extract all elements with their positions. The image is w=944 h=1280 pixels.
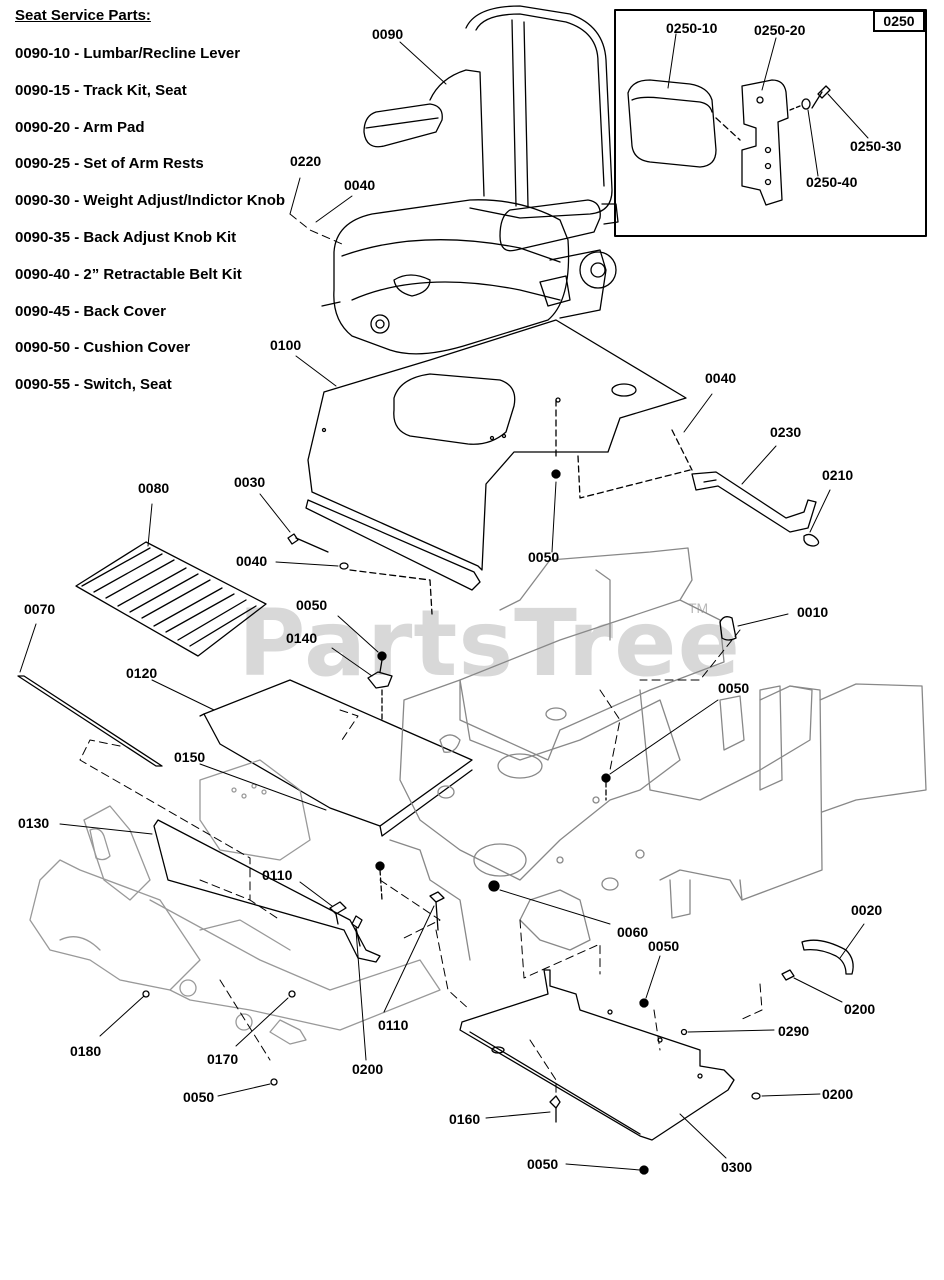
callout-0090: 0090 xyxy=(372,26,404,42)
front-axle-assembly xyxy=(29,759,441,1045)
callout-0030: 0030 xyxy=(234,474,266,490)
legend-item: 0090-15 - Track Kit, Seat xyxy=(15,81,187,99)
hook-bracket xyxy=(801,939,854,975)
side-strip xyxy=(17,675,163,767)
knob-0140 xyxy=(367,651,393,721)
callout-0220: 0220 xyxy=(290,153,322,169)
switch-bracket xyxy=(577,429,820,547)
floor-mat xyxy=(75,541,267,657)
bottom-cover-plate xyxy=(459,969,735,1141)
bolt-0030 xyxy=(287,533,433,615)
callout-0040-left: 0040 xyxy=(236,553,268,569)
callout-0050-knob: 0050 xyxy=(296,597,328,613)
callout-0050-bottom: 0050 xyxy=(648,938,680,954)
callout-0200-lower: 0200 xyxy=(822,1086,854,1102)
legend-item: 0090-40 - 2” Retractable Belt Kit xyxy=(15,265,242,283)
legend-title: Seat Service Parts: xyxy=(15,7,151,24)
callout-0250-40: 0250-40 xyxy=(806,174,858,190)
legend-item: 0090-10 - Lumbar/Recline Lever xyxy=(15,45,241,62)
callout-0250-10: 0250-10 xyxy=(666,20,718,36)
callout-0060: 0060 xyxy=(617,924,649,940)
front-panel xyxy=(153,819,381,963)
seat-mount-plate xyxy=(305,319,687,591)
callout-0160: 0160 xyxy=(449,1111,481,1127)
callout-0250-20: 0250-20 xyxy=(754,22,806,38)
callout-0080: 0080 xyxy=(138,480,170,496)
leader-lines xyxy=(19,33,869,1171)
inset-tag: 0250 xyxy=(873,10,925,32)
callout-0020: 0020 xyxy=(851,902,883,918)
callout-0300: 0300 xyxy=(721,1159,753,1175)
callout-0140: 0140 xyxy=(286,630,318,646)
callout-0100: 0100 xyxy=(270,337,302,353)
callout-0150: 0150 xyxy=(174,749,206,765)
armpad-part xyxy=(627,79,717,168)
seat-assembly xyxy=(321,5,619,355)
callout-0290: 0290 xyxy=(778,1023,810,1039)
legend-item: 0090-45 - Back Cover xyxy=(15,302,166,320)
callout-0010: 0010 xyxy=(797,604,829,620)
tractor-frame xyxy=(389,547,927,961)
legend-item: 0090-50 - Cushion Cover xyxy=(15,339,191,357)
hardware-fasteners xyxy=(142,469,795,1175)
legend-item: 0090-20 - Arm Pad xyxy=(15,118,145,136)
legend-item: 0090-35 - Back Adjust Knob Kit xyxy=(15,229,237,246)
callout-0110-left: 0110 xyxy=(262,867,293,883)
callout-0210: 0210 xyxy=(822,467,854,483)
callout-0050-axle: 0050 xyxy=(183,1089,215,1105)
callout-0050-frame: 0050 xyxy=(718,680,750,696)
callout-0040-right: 0040 xyxy=(705,370,737,386)
callout-0250-30: 0250-30 xyxy=(850,138,902,154)
callout-0120: 0120 xyxy=(126,665,158,681)
callout-0050-plate: 0050 xyxy=(528,549,560,565)
legend-item: 0090-55 - Switch, Seat xyxy=(15,376,172,394)
floor-pan xyxy=(199,679,473,837)
callout-0180: 0180 xyxy=(70,1043,102,1059)
callout-0130: 0130 xyxy=(18,815,50,831)
callout-0040: 0040 xyxy=(344,177,376,193)
callout-0170: 0170 xyxy=(207,1051,239,1067)
callout-0200-center: 0200 xyxy=(352,1061,384,1077)
inset-screw-washer xyxy=(789,85,831,111)
callout-0200-right: 0200 xyxy=(844,1001,876,1017)
legend-item: 0090-25 - Set of Arm Rests xyxy=(15,155,204,173)
legend-item: 0090-30 - Weight Adjust/Indictor Knob xyxy=(15,192,286,210)
callout-0070: 0070 xyxy=(24,601,56,617)
assembly-paths xyxy=(79,213,763,1097)
callout-0110-center: 0110 xyxy=(378,1017,409,1033)
inset-frame xyxy=(614,9,927,237)
callout-0050-plate-bottom: 0050 xyxy=(527,1156,559,1172)
armrest-bracket-part xyxy=(715,79,789,206)
callout-0230: 0230 xyxy=(770,424,802,440)
